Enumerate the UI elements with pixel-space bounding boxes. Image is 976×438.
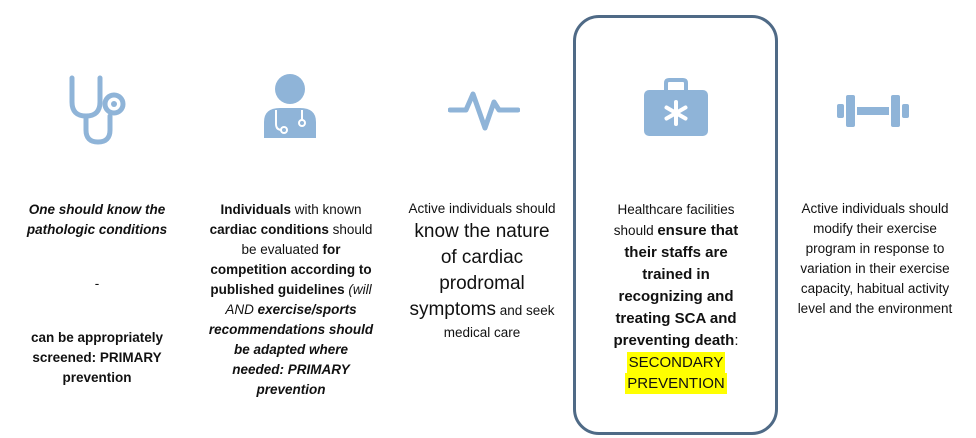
col4-colon: : <box>734 332 739 349</box>
col1-line3: can be appropriately <box>30 330 164 345</box>
col3-big4: symptoms <box>409 299 497 320</box>
col2-c1: be evaluated <box>241 242 323 257</box>
col2-f2: exercise/sports <box>257 302 357 317</box>
col1-line4: screened: PRIMARY <box>32 350 162 365</box>
col3-tail: and seek <box>496 303 555 318</box>
col1-line1: One should know the <box>28 202 166 217</box>
col4-hl2: PREVENTION <box>625 373 727 394</box>
dumbbell-icon <box>837 95 909 127</box>
col4-b5: preventing death <box>613 332 735 349</box>
col2-i: needed: PRIMARY <box>232 362 350 377</box>
col2-j: prevention <box>256 382 326 397</box>
col2-b2: should <box>328 222 373 237</box>
col3-line1: Active individuals should <box>408 201 556 216</box>
column-2: Individuals with known cardiac condition… <box>198 200 384 400</box>
col5-line1: Active individuals should <box>801 201 949 216</box>
col4-l2b: ensure that <box>657 222 739 239</box>
col1-line2: pathologic conditions <box>26 222 168 237</box>
col5-line3: program in response to <box>805 241 945 256</box>
col4-hl1: SECONDARY <box>626 352 726 373</box>
col2-e2: (will <box>344 282 372 297</box>
col2-f1: AND <box>225 302 258 317</box>
col2-h: be adapted where <box>233 342 349 357</box>
col2-b1: cardiac conditions <box>209 222 329 237</box>
col2-e1: published guidelines <box>210 282 345 297</box>
col5-line5: capacity, habitual activity <box>800 281 950 296</box>
column-5: Active individuals should modify their e… <box>780 199 970 319</box>
stethoscope-icon <box>69 75 126 145</box>
col2-a2: with known <box>290 202 362 217</box>
col4-b3: recognizing and <box>618 288 734 305</box>
col3-big3: prodromal <box>439 273 525 294</box>
col4-b2: trained in <box>642 266 710 283</box>
col1-line5: prevention <box>62 370 132 385</box>
highlight-frame <box>573 15 778 435</box>
col4-b1: their staffs are <box>624 244 728 261</box>
column-1: One should know the pathologic condition… <box>8 200 186 388</box>
col1-dash: - <box>94 276 100 291</box>
column-4: Healthcare facilities should ensure that… <box>588 200 764 394</box>
col5-line6: level and the environment <box>797 301 953 316</box>
col2-d: competition according to <box>210 262 372 277</box>
col4-b4: treating SCA and <box>615 310 737 327</box>
heartbeat-icon <box>448 91 520 131</box>
column-3: Active individuals should know the natur… <box>392 199 572 343</box>
col2-g: recommendations should <box>208 322 374 337</box>
col3-big2: of cardiac <box>440 247 524 268</box>
col2-c2: for <box>322 242 341 257</box>
col3-big1: know the nature <box>414 221 550 242</box>
col2-a1: Individuals <box>220 202 291 217</box>
medical-kit-icon <box>644 78 708 136</box>
col3-line2: medical care <box>443 325 521 340</box>
col5-line2: modify their exercise <box>813 221 937 236</box>
col4-l2a: should <box>613 223 658 238</box>
col5-line4: variation in their exercise <box>800 261 950 276</box>
doctor-icon <box>264 74 316 138</box>
col4-line1: Healthcare facilities <box>617 202 735 217</box>
